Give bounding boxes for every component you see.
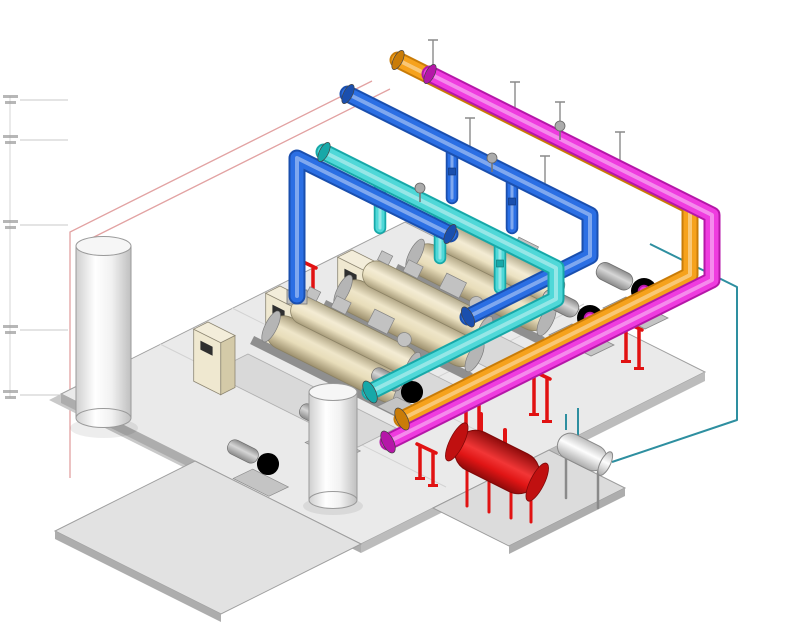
pipe-support bbox=[415, 442, 438, 487]
flange-cap bbox=[443, 224, 457, 244]
vessel-head bbox=[597, 451, 614, 476]
white-horizontal-vessel bbox=[556, 432, 614, 510]
valve-assembly bbox=[414, 120, 566, 202]
tank-head bbox=[308, 383, 358, 401]
dimension-mark bbox=[3, 220, 68, 229]
valve bbox=[448, 167, 456, 176]
valve bbox=[496, 259, 504, 268]
tank-head bbox=[75, 236, 132, 256]
dimension-mark bbox=[3, 95, 68, 104]
valve bbox=[508, 197, 516, 206]
flange-cap bbox=[317, 142, 331, 162]
pipe-end-flanges bbox=[317, 50, 475, 454]
control-cabinet-3 bbox=[193, 321, 236, 396]
flange-cap bbox=[461, 306, 475, 328]
flange-cap bbox=[394, 407, 410, 431]
tank-shell bbox=[308, 391, 358, 501]
dimension-mark bbox=[3, 325, 68, 334]
tank-shell bbox=[75, 245, 132, 419]
flange-cap bbox=[391, 50, 405, 70]
slab-edge bbox=[55, 531, 221, 622]
flange-cap bbox=[380, 430, 396, 454]
tank-bottom bbox=[308, 491, 358, 509]
flange-cap bbox=[341, 84, 355, 104]
tank-bottom bbox=[75, 408, 132, 428]
flange-cap bbox=[362, 380, 378, 404]
dimension-line-pink bbox=[83, 88, 391, 243]
vertical-tank-large bbox=[70, 236, 138, 438]
vertical-tank-small bbox=[303, 383, 363, 515]
slab-edge bbox=[509, 488, 625, 554]
red-horizontal-tank bbox=[445, 412, 549, 524]
dimension-mark bbox=[3, 135, 68, 144]
tank-head bbox=[445, 422, 469, 462]
tank-head bbox=[525, 462, 549, 502]
piping bbox=[297, 50, 712, 454]
flange-cap bbox=[423, 64, 437, 84]
